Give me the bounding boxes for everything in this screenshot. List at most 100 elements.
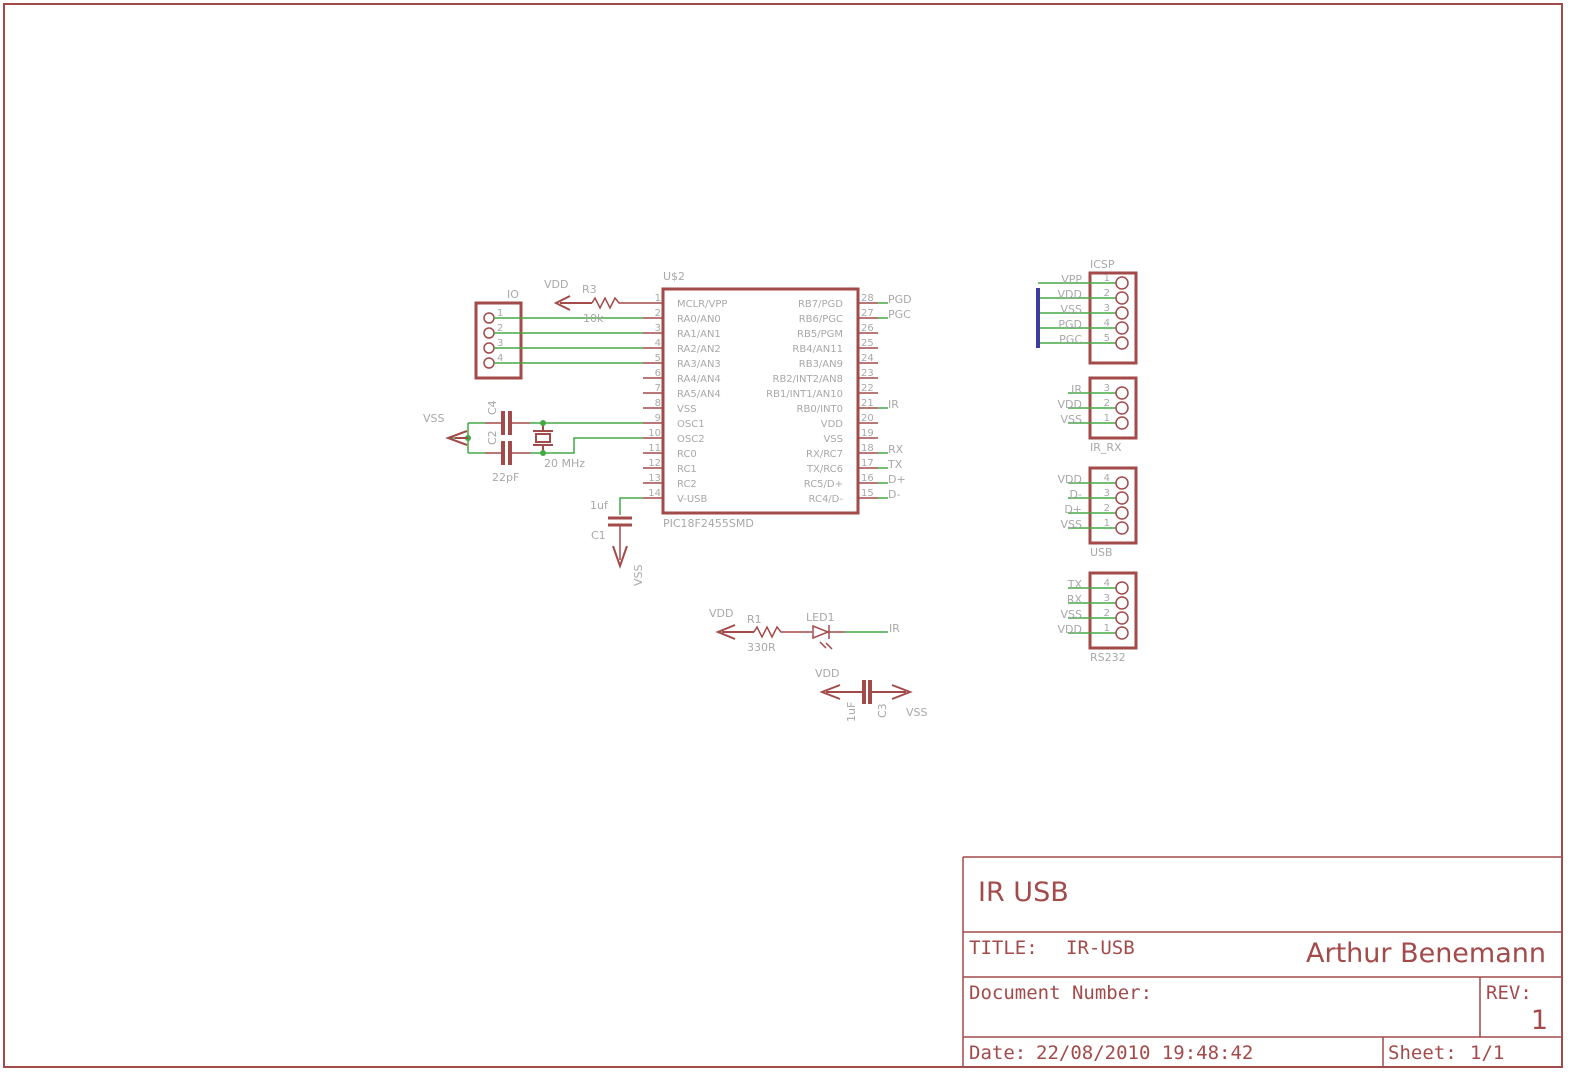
date-value: 22/08/2010 19:48:42 bbox=[1036, 1042, 1253, 1064]
connector-net-label: VDD bbox=[1058, 473, 1082, 486]
chip-pin-number: 1 bbox=[655, 293, 661, 304]
vdd-supply-arrow bbox=[715, 624, 754, 640]
chip-pin-label: RA1/AN1 bbox=[677, 329, 721, 340]
vss-supply-arrow bbox=[445, 430, 468, 446]
c1-capacitor[interactable]: 1uf C1 VSS bbox=[590, 497, 645, 586]
connector-pin-number: 4 bbox=[1104, 318, 1110, 329]
connector-net-label: TX bbox=[1067, 578, 1083, 591]
connector-net-label: VPP bbox=[1061, 273, 1082, 286]
chip-pin-label: RC2 bbox=[677, 479, 697, 490]
chip-pin-label: V-USB bbox=[677, 494, 708, 505]
chip-pin-number: 28 bbox=[861, 293, 874, 304]
chip-pin-label: RA5/AN4 bbox=[677, 389, 721, 400]
net-label: IR bbox=[888, 398, 899, 411]
chip-name: U$2 bbox=[663, 270, 685, 283]
chip-pin-label: RB2/INT2/AN8 bbox=[773, 374, 844, 385]
c2-name: C2 bbox=[486, 430, 499, 445]
io-pin-pad bbox=[483, 357, 495, 369]
r3-name: R3 bbox=[582, 283, 597, 296]
pic18f2455-chip[interactable]: U$2 PIC18F2455SMD 1MCLR/VPP2RA0/AN03RA1/… bbox=[643, 270, 912, 530]
connector-pin-number: 5 bbox=[1104, 333, 1110, 344]
chip-pin-label: RX/RC7 bbox=[806, 449, 843, 460]
c2-capacitor bbox=[501, 441, 512, 465]
chip-pin-number: 10 bbox=[648, 428, 661, 439]
chip-pin-label: VSS bbox=[823, 434, 843, 445]
connector-pin-pad bbox=[1115, 476, 1129, 490]
chip-pin-number: 22 bbox=[861, 383, 874, 394]
chip-pin-label: RC1 bbox=[677, 464, 697, 475]
io-pin-number: 4 bbox=[497, 353, 503, 364]
author: Arthur Benemann bbox=[1306, 938, 1546, 969]
chip-pin-number: 2 bbox=[655, 308, 661, 319]
c4-name: C4 bbox=[486, 400, 499, 415]
c3-name: C3 bbox=[876, 703, 889, 718]
connector-pin-number: 1 bbox=[1104, 518, 1110, 529]
connector-pin-pad bbox=[1115, 306, 1129, 320]
connector-net-label: VSS bbox=[1061, 303, 1083, 316]
connector-body bbox=[1088, 271, 1138, 365]
c1-supply-label: VSS bbox=[632, 564, 645, 586]
connector-net-label: IR bbox=[1071, 383, 1082, 396]
io-pin-number: 3 bbox=[497, 338, 503, 349]
title-value: IR-USB bbox=[1066, 937, 1135, 959]
cap-value: 22pF bbox=[492, 471, 519, 484]
sheet-frame bbox=[3, 3, 1563, 1068]
connector-net-label: PGC bbox=[1059, 333, 1082, 346]
chip-pin-label: RA0/AN0 bbox=[677, 314, 721, 325]
led-diode bbox=[812, 624, 845, 650]
r3-resistor[interactable]: VDD R3 10k bbox=[544, 278, 643, 325]
connector-pin-pad bbox=[1115, 506, 1129, 520]
io-pin-pad bbox=[483, 342, 495, 354]
net-label: D- bbox=[888, 488, 900, 501]
connector-pin-number: 2 bbox=[1104, 503, 1110, 514]
chip-pin-label: RB0/INT0 bbox=[797, 404, 843, 415]
chip-pin-label: TX/RC6 bbox=[806, 464, 843, 475]
chip-pin-number: 3 bbox=[655, 323, 661, 334]
connector-pin-number: 1 bbox=[1104, 413, 1110, 424]
connector-pin-number: 3 bbox=[1104, 383, 1110, 394]
connector-pin-pad bbox=[1115, 321, 1129, 335]
chip-pin-number: 5 bbox=[655, 353, 661, 364]
connector-net-label: VSS bbox=[1061, 413, 1083, 426]
connector-pin-number: 4 bbox=[1104, 578, 1110, 589]
chip-pin-label: VDD bbox=[821, 419, 844, 430]
connector-pin-pad bbox=[1115, 491, 1129, 505]
chip-pin-label: RB1/INT1/AN10 bbox=[766, 389, 843, 400]
vdd-supply-arrow bbox=[819, 684, 862, 700]
chip-pin-number: 17 bbox=[861, 458, 874, 469]
ir-led-circuit[interactable]: VDD R1 330R LED1 IR bbox=[709, 607, 900, 654]
connector-pin-pad bbox=[1115, 581, 1129, 595]
chip-pin-label: RC5/D+ bbox=[804, 479, 843, 490]
io-name: IO bbox=[507, 288, 519, 301]
rev-value: 1 bbox=[1531, 1005, 1548, 1036]
chip-pin-number: 13 bbox=[648, 473, 661, 484]
c3-capacitor[interactable]: VDD 1uF C3 VSS bbox=[815, 667, 928, 722]
connector-net-label: VDD bbox=[1058, 288, 1082, 301]
chip-pin-number: 12 bbox=[648, 458, 661, 469]
sheet-value: 1/1 bbox=[1470, 1042, 1504, 1064]
vss-supply-arrow bbox=[872, 684, 913, 700]
chip-pin-number: 27 bbox=[861, 308, 874, 319]
oscillator-circuit[interactable]: VSS C4 C2 22pF 20 MHz bbox=[423, 400, 643, 484]
net-label: TX bbox=[887, 458, 903, 471]
junction bbox=[540, 420, 546, 426]
connector-pin-pad bbox=[1115, 336, 1129, 350]
connector-net-label: D+ bbox=[1064, 503, 1082, 516]
chip-pin-number: 9 bbox=[655, 413, 661, 424]
chip-pin-label: RB5/PGM bbox=[797, 329, 843, 340]
r3-value: 10k bbox=[583, 312, 604, 325]
c1-name: C1 bbox=[591, 529, 606, 542]
chip-pin-number: 8 bbox=[655, 398, 661, 409]
io-pin-number: 2 bbox=[497, 323, 503, 334]
chip-pin-number: 20 bbox=[861, 413, 874, 424]
chip-pin-label: RB7/PGD bbox=[798, 299, 843, 310]
doc-number-label: Document Number: bbox=[969, 982, 1152, 1004]
chip-pin-number: 21 bbox=[861, 398, 874, 409]
net-label: D+ bbox=[888, 473, 906, 486]
